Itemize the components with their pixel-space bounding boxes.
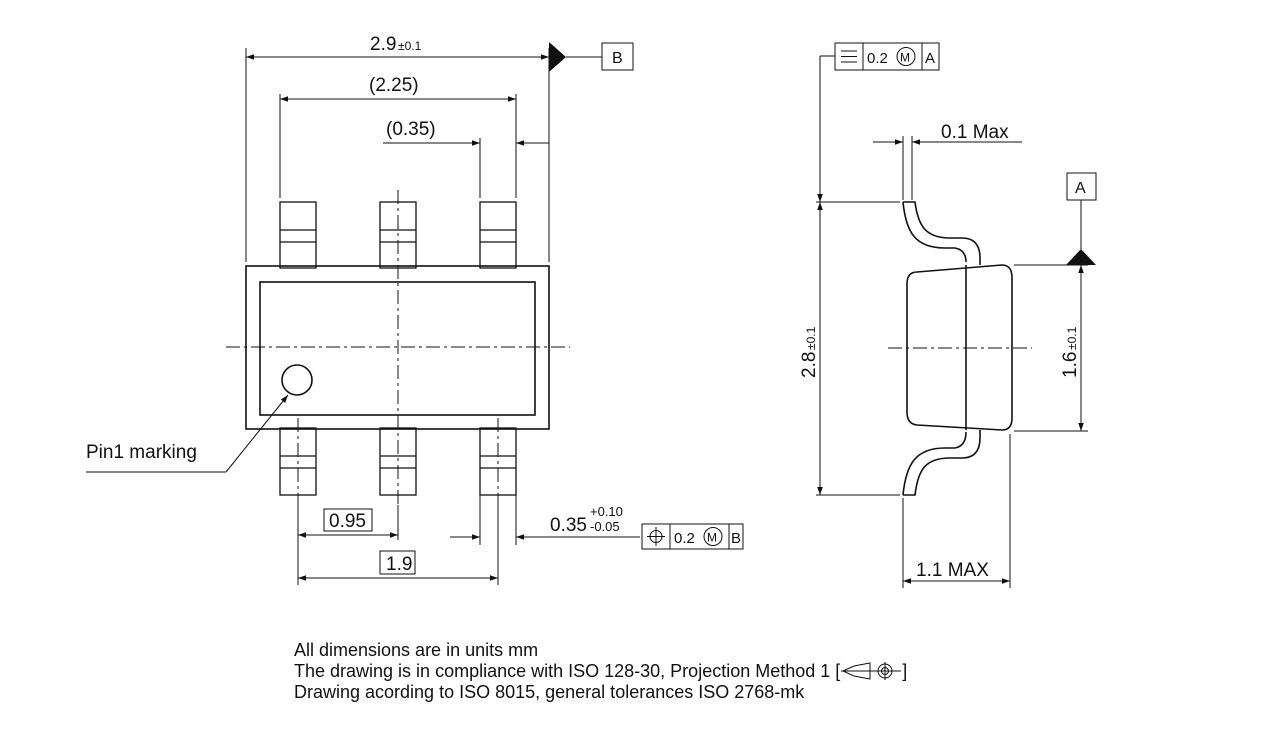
datum-b-triangle xyxy=(549,42,566,72)
dim-total-height-value: 2.8 xyxy=(799,352,820,378)
dim-lead-offset-value: 0.1 Max xyxy=(941,122,1009,143)
dim-pin-span-value: 1.9 xyxy=(386,554,412,575)
drawing-notes: All dimensions are in units mm The drawi… xyxy=(294,640,907,703)
dim-overall-width-value: 2.9 xyxy=(370,34,396,55)
dim-thickness-value: 1.1 MAX xyxy=(916,560,989,581)
coplanarity-tolerance-frame: 0.2 M A xyxy=(834,42,940,71)
dim-lead-width-value: 0.35 xyxy=(550,515,587,536)
dim-body-height-tol: ±0.1 xyxy=(1065,326,1079,350)
position-datum: B xyxy=(731,530,741,547)
note-projection: The drawing is in compliance with ISO 12… xyxy=(294,661,907,682)
position-tolerance-frame: 0.2 M B xyxy=(641,523,744,550)
side-view: 0.1 Max A 0.2 M A 2.8 ±0.1 1 xyxy=(799,42,1097,588)
mmc-modifier-icon-2 xyxy=(896,47,916,66)
note-tolerances: Drawing acording to ISO 8015, general to… xyxy=(294,682,805,702)
datum-a-triangle xyxy=(1066,249,1096,265)
mmc-modifier-icon xyxy=(703,527,723,546)
note-projection-end: ] xyxy=(902,661,908,681)
side-body-outline xyxy=(906,264,1013,431)
position-tolerance-value: 0.2 xyxy=(674,530,695,547)
datum-a-label: A xyxy=(1075,180,1086,197)
coplanarity-tolerance-value: 0.2 xyxy=(867,50,888,67)
dim-pin-pitch-value: 0.95 xyxy=(329,511,366,532)
top-leads xyxy=(279,201,517,269)
datum-b-label: B xyxy=(612,50,623,67)
datum-b-box xyxy=(601,42,634,71)
coplanarity-datum: A xyxy=(925,50,935,67)
position-modifier: M xyxy=(707,531,717,545)
pin1-marking-label: Pin1 marking xyxy=(86,442,197,463)
dim-body-height-value: 1.6 xyxy=(1060,352,1081,378)
coplanarity-modifier: M xyxy=(900,51,910,65)
top-view: 2.9 ±0.1 B (2.25) (0.35) 0.95 1.9 0.35 +… xyxy=(86,34,744,585)
first-angle-projection-icon xyxy=(841,662,902,680)
dim-lead-width-tol-plus: +0.10 xyxy=(590,504,623,519)
pin1-marking-dot xyxy=(281,364,313,396)
dim-lead-width-tol-minus: -0.05 xyxy=(590,519,620,534)
dim-overall-width-tol: ±0.1 xyxy=(398,39,422,53)
note-projection-text: The drawing is in compliance with ISO 12… xyxy=(294,661,841,681)
upper-lead xyxy=(902,201,981,265)
dim-outer-lead-span-value: (2.25) xyxy=(369,75,419,96)
dim-total-height-tol: ±0.1 xyxy=(804,326,818,350)
dim-lead-width-ref-value: (0.35) xyxy=(386,119,436,140)
note-units: All dimensions are in units mm xyxy=(294,640,539,660)
lower-lead xyxy=(902,430,981,496)
